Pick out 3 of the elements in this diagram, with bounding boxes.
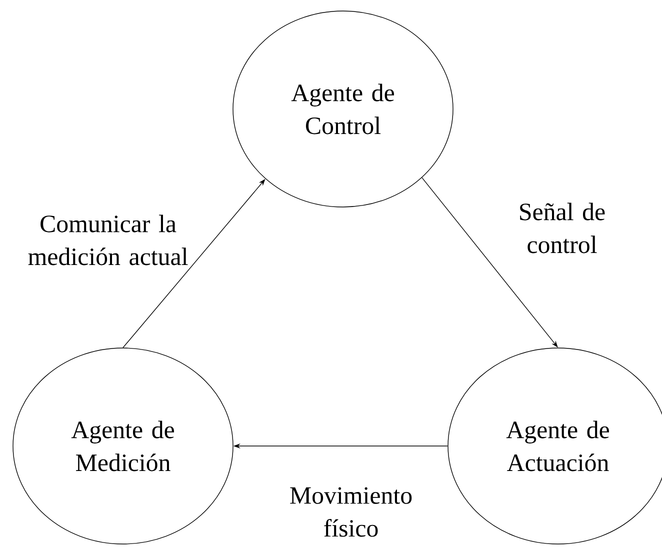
edge-label: Señal de control: [520, 202, 605, 254]
edge-label: Comunicar la medición actual: [28, 214, 188, 266]
edge-label: Movimiento físico: [290, 487, 412, 537]
